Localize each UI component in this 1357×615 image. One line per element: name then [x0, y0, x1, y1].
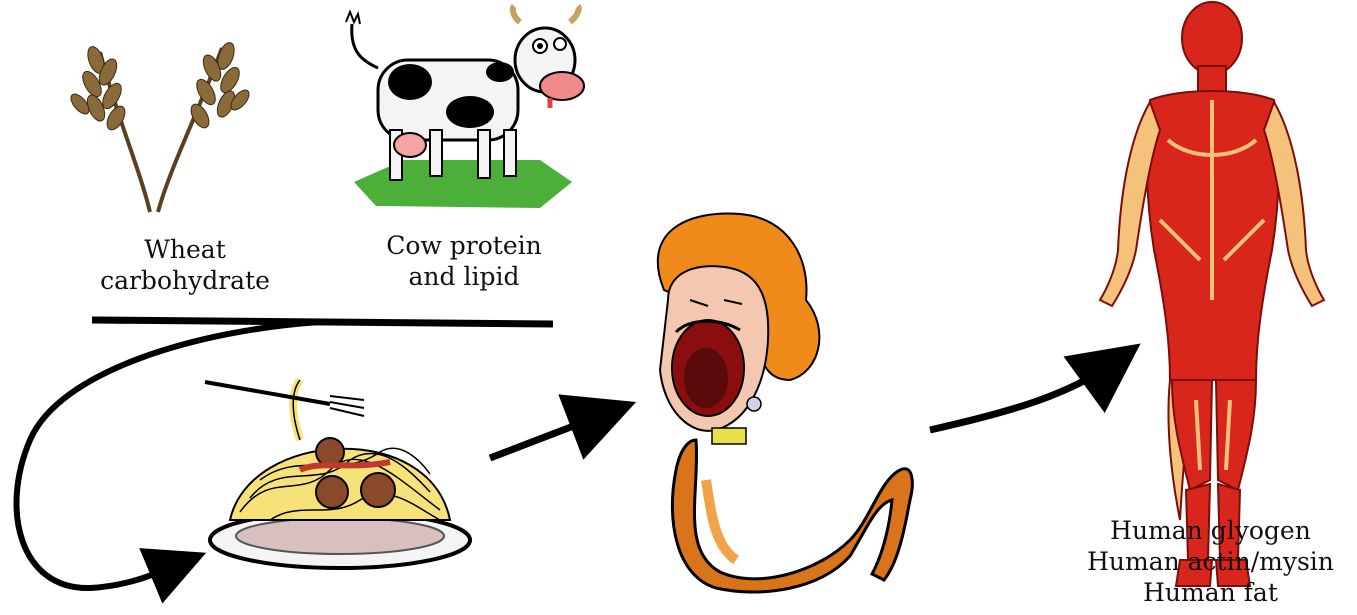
arrow-to-mouth	[490, 412, 610, 458]
wheat-icon	[68, 40, 253, 212]
human-muscle-body-icon	[1100, 2, 1324, 586]
cow-label-line-1: Cow protein	[374, 230, 554, 261]
human-label-line-2: Human actin/mysin	[1064, 546, 1357, 577]
human-label: Human glyogen Human actin/mysin Human fa…	[1064, 515, 1357, 608]
arrow-to-human	[930, 360, 1118, 430]
human-label-line-1: Human glyogen	[1064, 515, 1357, 546]
human-label-line-3: Human fat	[1064, 577, 1357, 608]
wheat-label-line-2: carbohydrate	[100, 265, 270, 296]
cow-label: Cow protein and lipid	[374, 230, 554, 292]
stomach-icon	[672, 440, 912, 592]
wheat-label: Wheat carbohydrate	[100, 234, 270, 296]
wheat-label-line-1: Wheat	[100, 234, 270, 265]
cow-label-line-2: and lipid	[374, 261, 554, 292]
spaghetti-icon	[205, 380, 470, 568]
combine-line	[92, 320, 553, 324]
cow-icon	[346, 6, 584, 208]
eating-person-icon	[658, 214, 820, 444]
